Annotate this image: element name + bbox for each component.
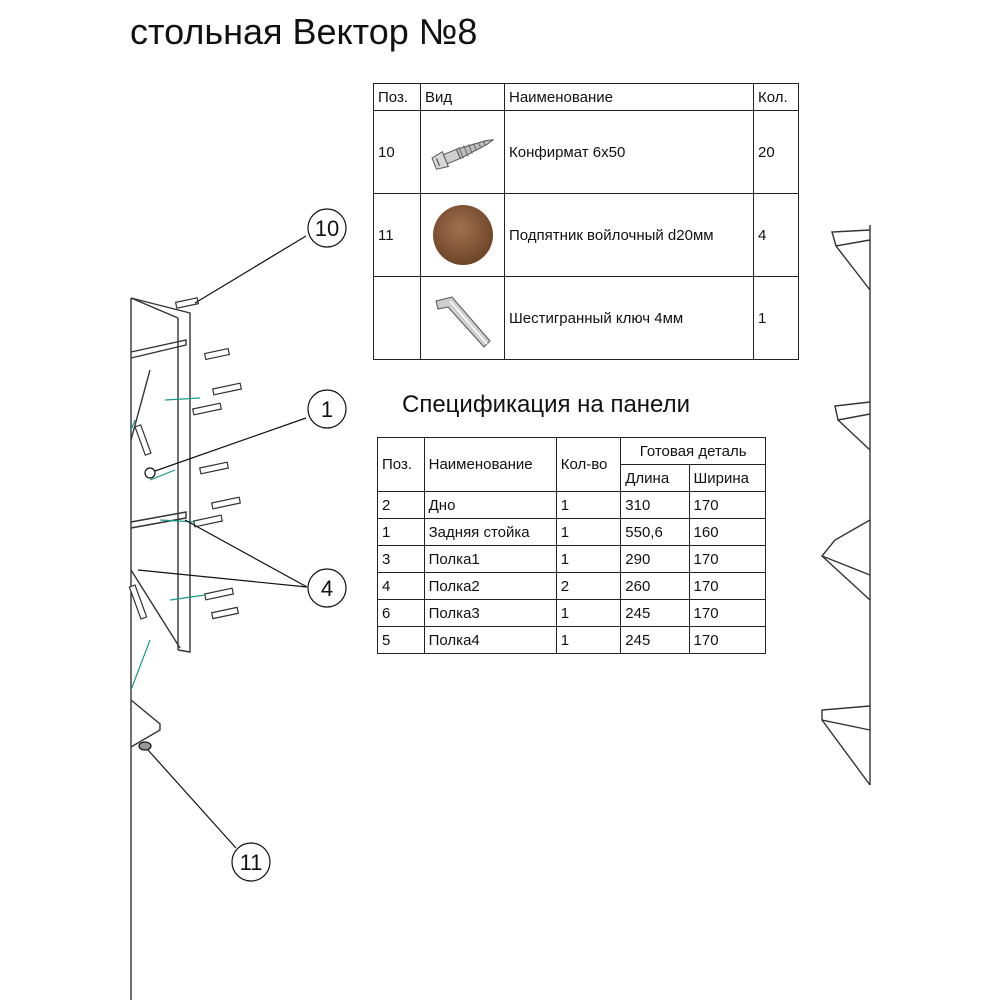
row-pos: 5 [377, 626, 425, 654]
row-view [420, 110, 505, 194]
row-pos: 2 [377, 491, 425, 519]
spec-title: Спецификация на панели [402, 391, 690, 418]
row-width: 160 [688, 518, 767, 546]
header-name: Наименование [504, 83, 754, 111]
row-pos: 10 [373, 110, 421, 194]
row-length: 290 [620, 545, 690, 573]
header-finished: Готовая деталь [620, 437, 766, 465]
row-name: Конфирмат 6х50 [504, 110, 754, 194]
row-qty: 1 [555, 545, 622, 573]
row-pos: 1 [377, 518, 425, 546]
row-qty: 1 [555, 518, 622, 546]
callout-label-1: 1 [321, 397, 333, 422]
header-pos: Поз. [373, 83, 421, 111]
row-qty: 2 [555, 572, 622, 600]
row-name: Полка2 [423, 572, 557, 600]
table-row: 11 Подпятник войлочный d20мм 4 [373, 193, 799, 277]
header-pos: Поз. [377, 437, 425, 492]
row-length: 260 [620, 572, 690, 600]
row-name: Полка4 [423, 626, 557, 654]
row-name: Полка1 [423, 545, 557, 573]
header-width: Ширина [688, 464, 767, 492]
table-row: 6 Полка3 1 245 170 [377, 599, 767, 627]
header-view: Вид [420, 83, 505, 111]
row-name: Подпятник войлочный d20мм [504, 193, 754, 277]
row-qty: 4 [753, 193, 799, 277]
header-name: Наименование [423, 437, 557, 492]
spec-table: Поз. Наименование Кол-во Готовая деталь … [377, 437, 767, 654]
side-view-drawing [820, 225, 871, 786]
table-header-row: Поз. Наименование Кол-во Готовая деталь [377, 437, 766, 492]
row-qty: 20 [753, 110, 799, 194]
row-qty: 1 [753, 276, 799, 360]
hardware-table: Поз. Вид Наименование Кол. 10 Конфирмат … [373, 83, 799, 360]
row-length: 245 [620, 626, 690, 654]
row-pos: 4 [377, 572, 425, 600]
page-title: стольная Вектор №8 [130, 11, 478, 52]
row-pos: 6 [377, 599, 425, 627]
callout-1 [144, 389, 347, 479]
table-row: 10 Конфирмат 6х50 20 [373, 110, 799, 194]
row-pos: 3 [377, 545, 425, 573]
callout-label-10: 10 [315, 216, 339, 241]
row-width: 170 [688, 491, 767, 519]
callout-11 [138, 741, 271, 882]
back-panel-drawing [130, 297, 191, 1000]
table-header-row: Длина Ширина [378, 464, 767, 492]
row-width: 170 [688, 599, 767, 627]
callout-10 [194, 208, 347, 304]
row-width: 170 [688, 545, 767, 573]
felt-pad-icon [432, 205, 493, 265]
table-row: Шестигранный ключ 4мм 1 [373, 276, 799, 360]
row-length: 245 [620, 599, 690, 627]
table-row: 5 Полка4 1 245 170 [377, 626, 767, 654]
row-name: Шестигранный ключ 4мм [504, 276, 754, 360]
row-view [420, 276, 505, 360]
callout-4 [137, 519, 347, 608]
row-pos [373, 276, 421, 360]
table-row: 4 Полка2 2 260 170 [377, 572, 767, 600]
row-qty: 1 [555, 626, 622, 654]
row-name: Дно [423, 491, 557, 519]
callout-label-4: 4 [321, 576, 333, 601]
row-width: 170 [688, 572, 767, 600]
hex-key-icon [434, 296, 491, 348]
header-qty: Кол-во [555, 437, 622, 492]
callout-label-11: 11 [240, 850, 263, 875]
row-width: 170 [688, 626, 767, 654]
table-row: 2 Дно 1 310 170 [377, 491, 767, 519]
row-length: 310 [620, 491, 690, 519]
header-qty: Кол. [753, 83, 799, 111]
row-qty: 1 [555, 491, 622, 519]
row-view [420, 193, 505, 277]
table-header-row: Поз. Вид Наименование Кол. [373, 83, 799, 111]
table-row: 3 Полка1 1 290 170 [377, 545, 767, 573]
screws-drawing [128, 297, 243, 620]
row-length: 550,6 [620, 518, 690, 546]
guide-lines [130, 397, 206, 691]
row-name: Задняя стойка [423, 518, 557, 546]
screw-icon [430, 139, 494, 170]
row-pos: 11 [373, 193, 421, 277]
row-name: Полка3 [423, 599, 557, 627]
row-qty: 1 [555, 599, 622, 627]
header-length: Длина [620, 464, 690, 492]
table-row: 1 Задняя стойка 1 550,6 160 [377, 518, 767, 546]
